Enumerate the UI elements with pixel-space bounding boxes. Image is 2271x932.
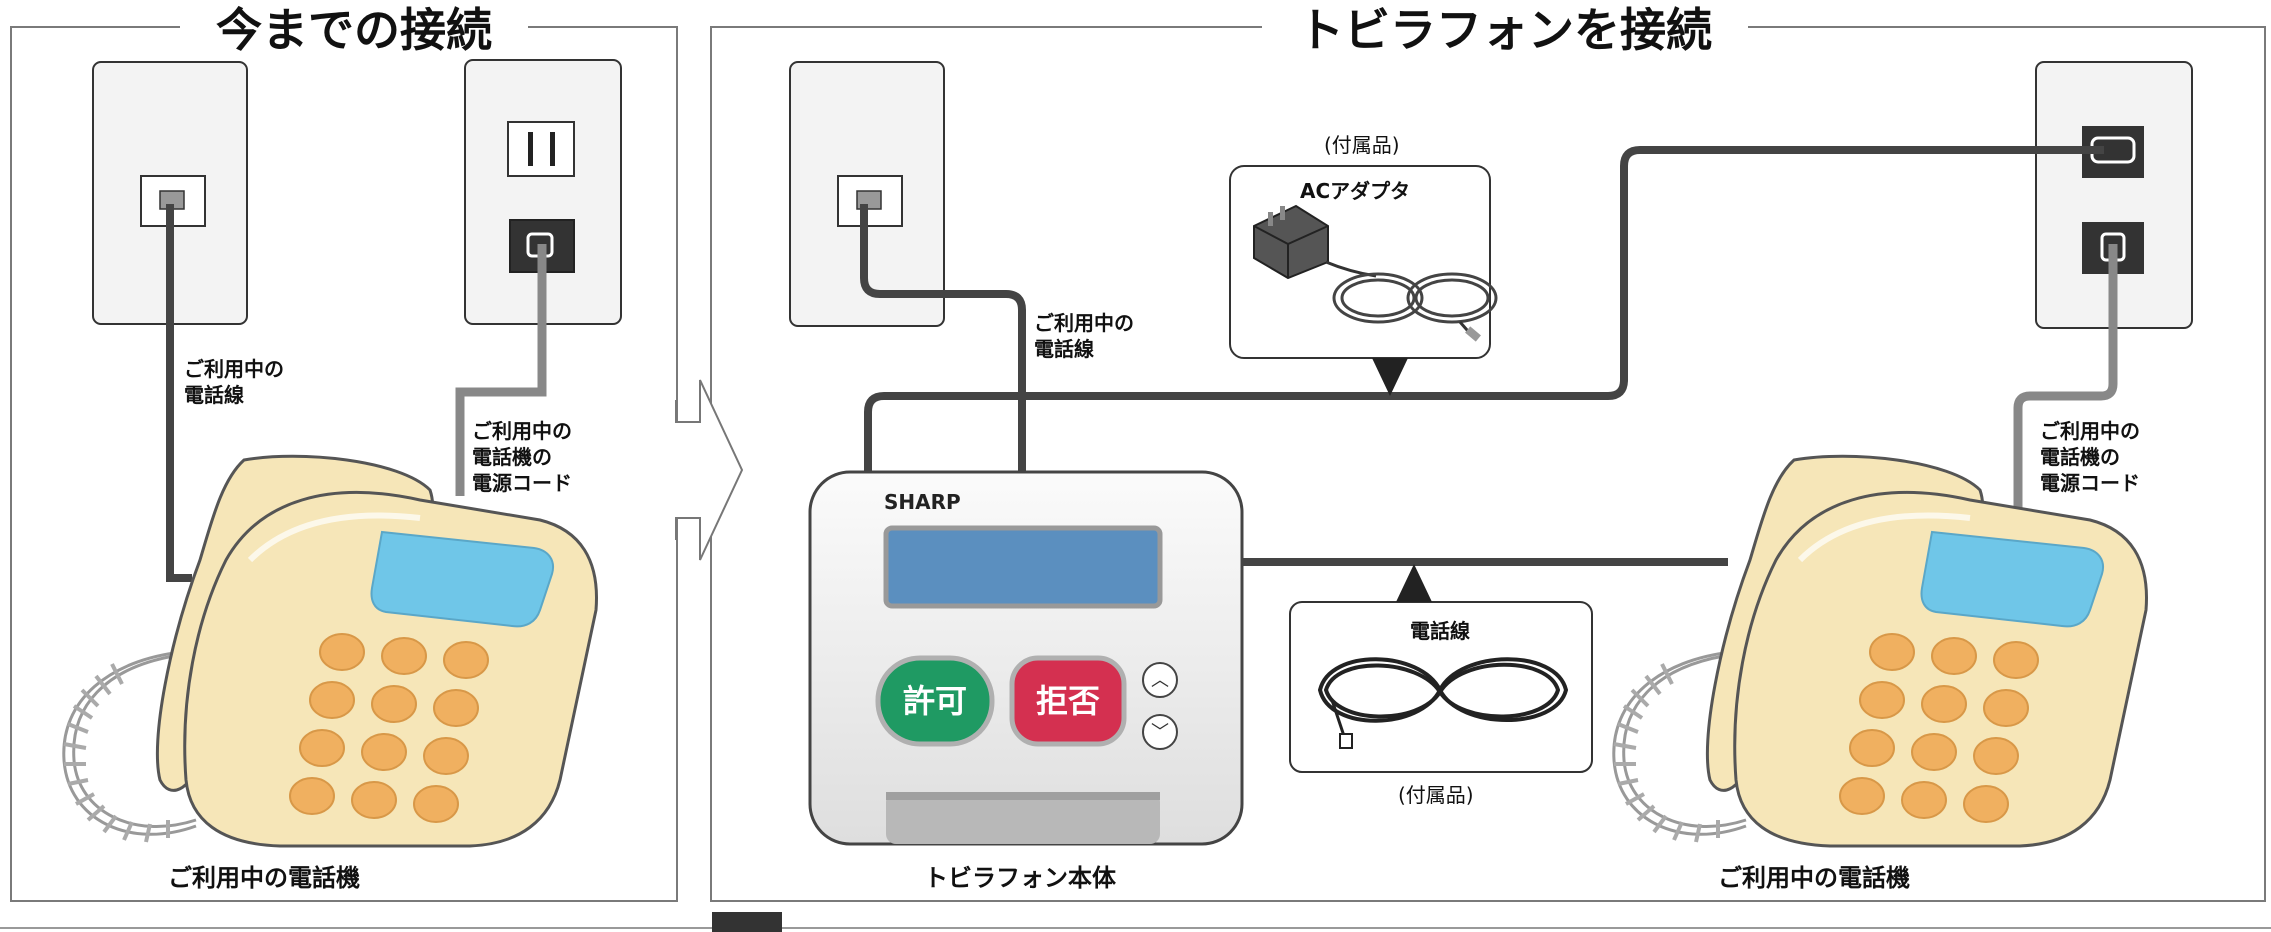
adapter-callout-pointer xyxy=(1372,358,1408,396)
adapter-note: (付属品) xyxy=(1324,133,1400,157)
chevron-up-icon: ︿ xyxy=(1151,670,1169,691)
device-brand-logo: SHARP xyxy=(884,490,961,514)
device-allow-label: 許可 xyxy=(902,682,967,720)
adapter-name: ACアダプタ xyxy=(1300,179,1411,203)
left-power-label: ご利用中の 電話機の 電源コード xyxy=(472,419,572,495)
chevron-down-icon: ﹀ xyxy=(1151,722,1169,743)
cable-note: (付属品) xyxy=(1398,783,1474,807)
right-power-cord xyxy=(2013,244,2118,512)
device-down-button xyxy=(1142,714,1178,750)
device-reject-label: 拒否 xyxy=(1035,682,1100,720)
right-phone-caption: ご利用中の電話機 xyxy=(1718,864,1910,892)
device-allow-button xyxy=(875,655,995,747)
telephone-right xyxy=(1612,454,2149,848)
right-line-label: ご利用中の 電話線 xyxy=(1034,311,1134,361)
device-slot xyxy=(886,792,1160,844)
cable-name: 電話線 xyxy=(1410,619,1470,643)
telephone-left xyxy=(62,454,599,848)
phone-cable-illustration xyxy=(1317,657,1569,749)
right-power-label: ご利用中の 電話機の 電源コード xyxy=(2040,419,2140,495)
device-lcd xyxy=(883,525,1163,609)
bottom-tab-marker xyxy=(712,912,782,932)
device-reject-button xyxy=(1009,655,1127,747)
adapter-cable xyxy=(864,146,2104,472)
left-phone-caption: ご利用中の電話機 xyxy=(168,864,360,892)
tobiraphone-device xyxy=(808,470,1244,846)
right-panel-title: トビラフォンを接続 xyxy=(1262,2,1748,58)
left-line-label: ご利用中の 電話線 xyxy=(184,357,284,407)
cable-callout-pointer xyxy=(1396,564,1432,602)
line-cable-to-device xyxy=(860,204,1026,474)
device-caption: トビラフォン本体 xyxy=(924,864,1116,892)
left-panel-title: 今までの接続 xyxy=(180,2,528,58)
device-up-button xyxy=(1142,662,1178,698)
left-power-cord xyxy=(455,244,547,496)
left-line-cable xyxy=(166,204,192,582)
flow-arrow xyxy=(675,379,744,561)
ac-adapter-illustration xyxy=(1253,204,1498,342)
power-socket-upper xyxy=(507,121,575,177)
